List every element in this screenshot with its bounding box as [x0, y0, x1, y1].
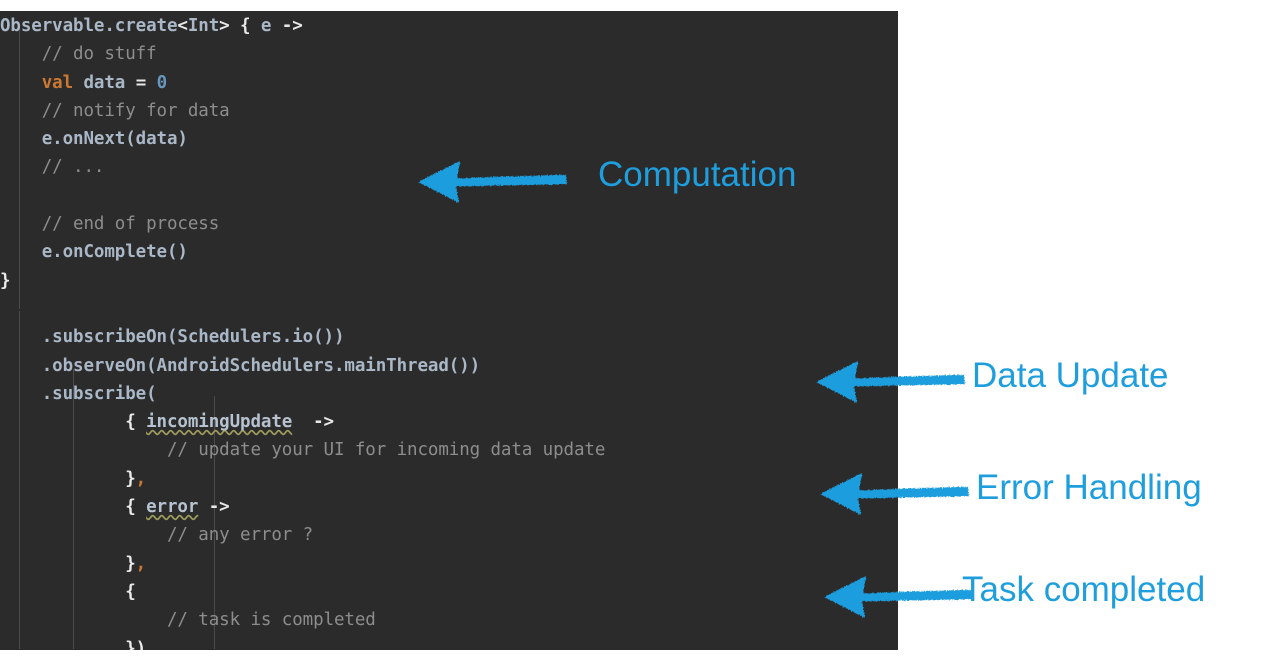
code-token-brace: } — [0, 270, 11, 291]
code-line: ​ — [0, 295, 605, 323]
code-indent — [0, 73, 42, 93]
code-line: .observeOn(AndroidSchedulers.mainThread(… — [0, 352, 605, 380]
code-token-plain: .subscribeOn(Schedulers.io()) — [41, 327, 345, 348]
code-indent — [0, 497, 125, 517]
annotation-task-completed — [822, 575, 974, 619]
code-token-punct: = — [135, 72, 157, 93]
code-line: // any error ? — [0, 521, 605, 549]
code-line: }, — [0, 465, 605, 493]
code-token-plain: .observeOn(AndroidSchedulers.mainThread(… — [41, 355, 481, 376]
annotation-computation — [416, 160, 568, 204]
code-indent — [0, 327, 42, 347]
annotation-label-task-completed: Task completed — [962, 570, 1206, 609]
code-token-punct: > { — [219, 16, 261, 36]
code-line: e.onComplete() — [0, 238, 605, 266]
code-indent — [0, 214, 42, 234]
code-token-punct: -> — [198, 497, 230, 518]
code-token-comment: // do stuff — [41, 44, 157, 65]
code-token-plain: data — [73, 72, 136, 93]
code-line: e.onNext(data) — [0, 125, 605, 153]
code-indent — [0, 242, 42, 262]
code-indent — [0, 356, 42, 376]
code-line: // do stuff — [0, 40, 605, 68]
code-token-comma: , — [135, 468, 147, 489]
code-indent — [0, 384, 42, 404]
code-line: // ... — [0, 153, 605, 181]
annotation-error-handling — [818, 472, 970, 516]
code-token-comment: // ... — [41, 157, 105, 178]
code-line: val data = 0 — [0, 69, 605, 97]
code-line: // update your UI for incoming data upda… — [0, 436, 605, 464]
code-token-brace: }) — [125, 638, 147, 650]
code-token-brace: } — [125, 468, 136, 489]
annotation-arrow-icon — [824, 576, 973, 618]
code-token-punct: < — [177, 16, 188, 36]
code-token-plain: e — [260, 16, 272, 36]
code-token-brace: { — [125, 412, 147, 433]
code-token-warn: error — [146, 497, 199, 518]
code-token-punct: -> — [271, 16, 303, 36]
code-indent — [0, 525, 167, 545]
code-token-brace: { — [125, 581, 136, 602]
code-token-comment: // any error ? — [166, 525, 314, 546]
code-line: }) — [0, 635, 605, 650]
annotation-arrow-icon — [418, 161, 567, 203]
code-line: .subscribeOn(Schedulers.io()) — [0, 323, 605, 351]
code-token-num: 0 — [156, 72, 168, 93]
code-indent — [0, 469, 125, 489]
code-token-plain: e.onNext(data) — [41, 129, 188, 150]
code-indent — [0, 101, 42, 121]
code-indent — [0, 554, 125, 574]
code-line: } — [0, 267, 605, 295]
code-indent — [0, 299, 42, 319]
code-token-kw: val — [41, 72, 74, 93]
code-token-comment: // end of process — [41, 214, 220, 235]
code-line: { — [0, 578, 605, 606]
code-line: // task is completed — [0, 606, 605, 634]
annotation-arrow-icon — [816, 361, 965, 403]
annotation-label-error-handling: Error Handling — [976, 468, 1202, 507]
code-indent — [0, 157, 42, 177]
code-indent — [0, 129, 42, 149]
code-line: Observable.create<Int> { e -> — [0, 12, 605, 40]
code-line: // notify for data — [0, 97, 605, 125]
code-line: }, — [0, 550, 605, 578]
code-token-comment: // notify for data — [41, 100, 230, 121]
code-indent — [0, 44, 42, 64]
annotation-data-update — [814, 359, 966, 405]
code-line: ​ — [0, 182, 605, 210]
code-block[interactable]: Observable.create<Int> { e -> // do stuf… — [0, 12, 605, 650]
code-indent — [0, 186, 42, 206]
code-token-comment: // task is completed — [166, 610, 376, 631]
code-line: .subscribe( — [0, 380, 605, 408]
code-token-plain: e.onComplete() — [41, 242, 188, 263]
code-indent — [0, 582, 125, 602]
code-token-plain: Int — [187, 16, 220, 36]
code-line: // end of process — [0, 210, 605, 238]
code-token-comment: // update your UI for incoming data upda… — [166, 440, 606, 461]
annotation-label-data-update: Data Update — [972, 356, 1169, 395]
annotation-arrow-icon — [820, 473, 969, 515]
code-editor-panel[interactable]: Observable.create<Int> { e -> // do stuf… — [0, 11, 898, 650]
code-token-plain: Observable.create — [0, 16, 178, 36]
annotation-label-computation: Computation — [598, 155, 797, 194]
code-indent — [0, 440, 167, 460]
code-token-comma: , — [135, 553, 147, 574]
code-indent — [0, 639, 125, 650]
code-token-warn: incomingUpdate — [146, 412, 293, 433]
code-token-brace: { — [125, 497, 147, 518]
code-token-punct: -> — [292, 412, 334, 433]
code-indent — [0, 610, 167, 630]
code-token-plain: .subscribe( — [41, 383, 157, 404]
code-line: { incomingUpdate -> — [0, 408, 605, 436]
code-token-brace: } — [125, 553, 136, 574]
code-line: { error -> — [0, 493, 605, 521]
code-indent — [0, 412, 125, 432]
